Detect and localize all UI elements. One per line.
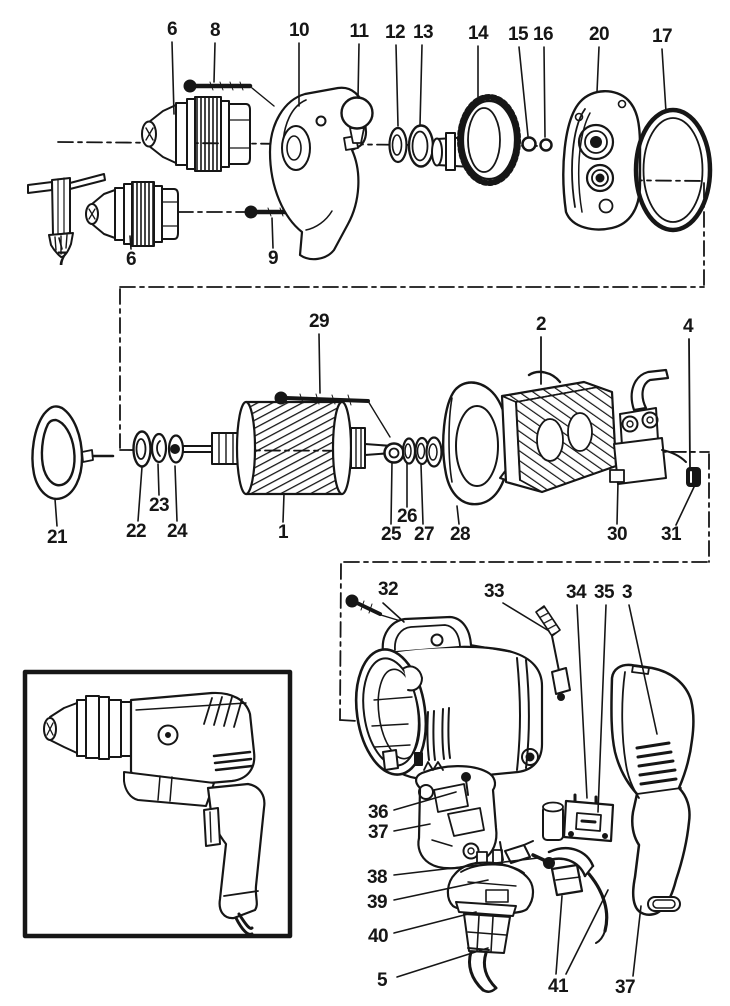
stator-2 bbox=[500, 370, 618, 494]
gear-case-20 bbox=[562, 90, 642, 231]
chuck-6-assembly bbox=[141, 96, 251, 172]
gear-housing-cover-10 bbox=[268, 86, 368, 261]
brush-holder-30 bbox=[609, 368, 687, 485]
side-handle-21 bbox=[31, 405, 115, 501]
leader-lines bbox=[54, 41, 695, 978]
inset-overview bbox=[22, 669, 293, 939]
retaining-ring-13 bbox=[407, 124, 435, 168]
inset-drill-drawing bbox=[43, 691, 266, 936]
washer-23 bbox=[150, 432, 168, 464]
screw-32 bbox=[345, 594, 405, 623]
brush-plate-37 bbox=[415, 761, 498, 870]
middle-exploded-row bbox=[31, 368, 701, 506]
locking-knob-11 bbox=[340, 96, 374, 144]
washer-24 bbox=[167, 434, 185, 464]
bottom-exploded-row bbox=[345, 594, 695, 993]
gasket-ring-17 bbox=[633, 107, 713, 233]
power-cord-5 bbox=[467, 947, 498, 993]
chuck-6-spare bbox=[85, 181, 179, 247]
grip-cover-40 bbox=[455, 901, 517, 954]
ball-16 bbox=[539, 138, 553, 152]
washer-12 bbox=[388, 126, 408, 164]
part-31 bbox=[686, 467, 701, 487]
ball-15 bbox=[521, 136, 537, 152]
armature-1 bbox=[182, 400, 393, 496]
washer-26 bbox=[401, 437, 417, 465]
handle-housing-3 bbox=[610, 663, 695, 916]
washer-22 bbox=[132, 430, 152, 468]
screw-8 bbox=[183, 79, 275, 107]
top-exploded-row bbox=[27, 79, 713, 261]
motor-housing-36 bbox=[354, 615, 544, 781]
bracket-screw-38 bbox=[504, 840, 555, 869]
bearing-25 bbox=[383, 442, 405, 464]
cord-guard-41 bbox=[542, 847, 609, 944]
screw-29 bbox=[274, 391, 391, 438]
washer-27 bbox=[414, 436, 443, 468]
spindle-gear-14 bbox=[431, 94, 521, 186]
brush-spring-33 bbox=[535, 605, 571, 701]
switch-lever-34-35 bbox=[542, 793, 615, 843]
